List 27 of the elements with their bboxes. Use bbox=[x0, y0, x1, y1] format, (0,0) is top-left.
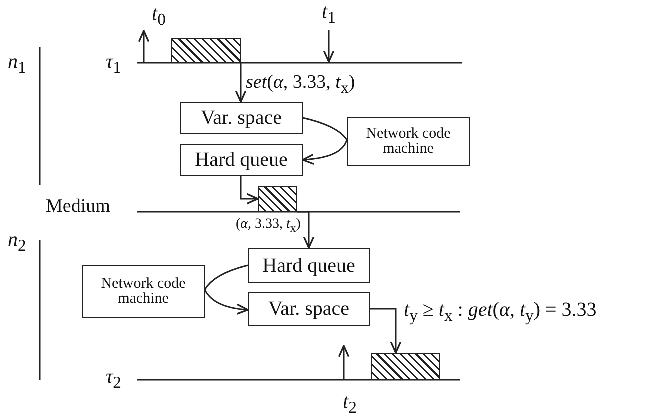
connector-line bbox=[302, 117, 348, 140]
process-box: Hard queue bbox=[248, 248, 370, 283]
arrow bbox=[302, 140, 348, 165]
connector-line bbox=[204, 264, 248, 290]
axis-label: t$_{0}$ bbox=[152, 4, 166, 29]
edge-label: (α, 3.33, t$_{x}$) bbox=[236, 218, 301, 234]
arrow bbox=[297, 211, 315, 249]
arrow bbox=[370, 308, 402, 354]
process-box: Network code machine bbox=[82, 265, 205, 318]
axis-label: τ$_{1}$ bbox=[106, 52, 122, 77]
hatched-task-bar bbox=[258, 186, 297, 212]
axis-label: n$_{2}$ bbox=[8, 230, 26, 255]
process-box: Hard queue bbox=[180, 144, 303, 176]
process-box: Var. space bbox=[248, 292, 370, 326]
edge-label: t$_{y}$ ≥ t$_{x}$ : get(α, t$_{y}$) = 3.33 bbox=[404, 300, 597, 325]
arrow bbox=[204, 290, 249, 315]
arrow bbox=[235, 63, 247, 103]
axis-label: t$_{1}$ bbox=[322, 2, 336, 27]
axis-label: t$_{2}$ bbox=[343, 392, 357, 415]
hatched-task-bar bbox=[171, 38, 241, 63]
axis-label: τ$_{2}$ bbox=[106, 367, 122, 392]
process-box: Network code machine bbox=[347, 117, 470, 166]
arrow bbox=[240, 176, 259, 205]
axis-label: n$_{1}$ bbox=[8, 52, 26, 77]
process-box: Var. space bbox=[180, 102, 303, 134]
axis-label: Medium bbox=[46, 197, 110, 216]
hatched-task-bar bbox=[371, 353, 440, 380]
